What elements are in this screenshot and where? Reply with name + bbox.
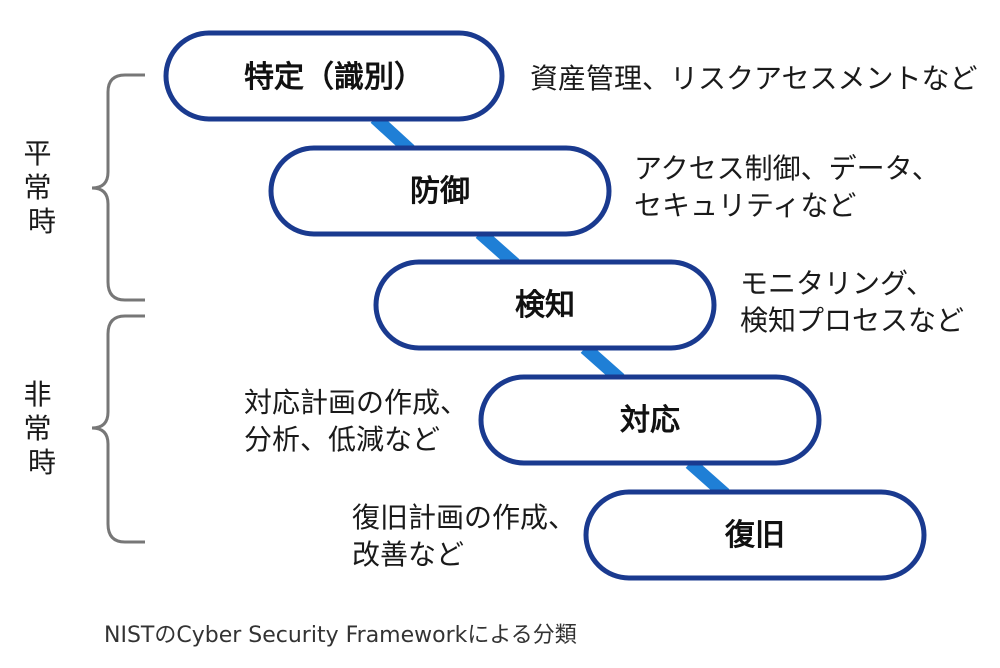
step-identify: 特定（識別） 資産管理、リスクアセスメントなど: [163, 30, 977, 122]
step-protect: 防御 アクセス制御、データ、 セキュリティなど: [268, 145, 949, 237]
step-protect-description: アクセス制御、データ、 セキュリティなど: [634, 152, 949, 222]
group-emergency-label-char-2: 常: [24, 412, 52, 445]
step-respond-label: 対応: [620, 403, 680, 438]
group-normal-label-char-3: 時: [28, 205, 56, 238]
step-detect-description-line-2: 検知プロセスなど: [740, 304, 964, 337]
group-normal-bracket: [91, 73, 145, 302]
connector-2: [475, 228, 520, 269]
connector-1: [370, 113, 415, 155]
step-identify-description-line-1: 資産管理、リスクアセスメントなど: [530, 62, 977, 95]
group-normal-label-char-1: 平: [24, 137, 52, 170]
step-respond: 対応 対応計画の作成、 分析、低減など: [244, 374, 822, 466]
step-recover-description-line-1: 復旧計画の作成、: [352, 501, 576, 534]
step-respond-description-line-2: 分析、低減など: [244, 423, 440, 456]
group-emergency-bracket: [91, 314, 145, 544]
step-protect-description-line-2: セキュリティなど: [634, 189, 856, 222]
diagram-caption: NISTのCyber Security Frameworkによる分類: [104, 623, 577, 648]
step-recover-description: 復旧計画の作成、 改善など: [352, 501, 585, 571]
step-identify-description: 資産管理、リスクアセスメントなど: [530, 62, 977, 95]
step-detect-description-line-1: モニタリング、: [740, 267, 934, 300]
step-detect-description: モニタリング、 検知プロセスなど: [740, 267, 964, 337]
step-respond-description-line-1: 対応計画の作成、: [244, 386, 468, 419]
group-normal-label: 平 常 時: [24, 137, 61, 238]
step-respond-description: 対応計画の作成、 分析、低減など: [244, 386, 477, 456]
step-protect-pill: [268, 145, 612, 237]
step-recover-description-line-2: 改善など: [352, 538, 464, 571]
connector-4: [685, 458, 730, 499]
group-normal-label-char-2: 常: [24, 171, 52, 204]
connector-3: [580, 343, 625, 384]
step-detect-label: 検知: [515, 288, 575, 323]
step-respond-pill: [478, 374, 822, 466]
step-identify-label: 特定（識別）: [244, 60, 424, 95]
step-protect-description-line-1: アクセス制御、データ、: [634, 152, 940, 185]
step-detect: 検知 モニタリング、 検知プロセスなど: [373, 259, 964, 351]
step-recover-label: 復旧: [724, 518, 785, 553]
step-identify-pill: [163, 30, 505, 122]
step-recover: 復旧 復旧計画の作成、 改善など: [352, 489, 927, 581]
group-emergency-label: 非 常 時: [24, 378, 61, 479]
group-emergency-label-char-3: 時: [28, 446, 56, 479]
step-protect-label: 防御: [410, 174, 470, 209]
group-emergency-label-char-1: 非: [24, 378, 52, 411]
step-recover-pill: [583, 489, 927, 581]
step-detect-pill: [373, 259, 717, 351]
